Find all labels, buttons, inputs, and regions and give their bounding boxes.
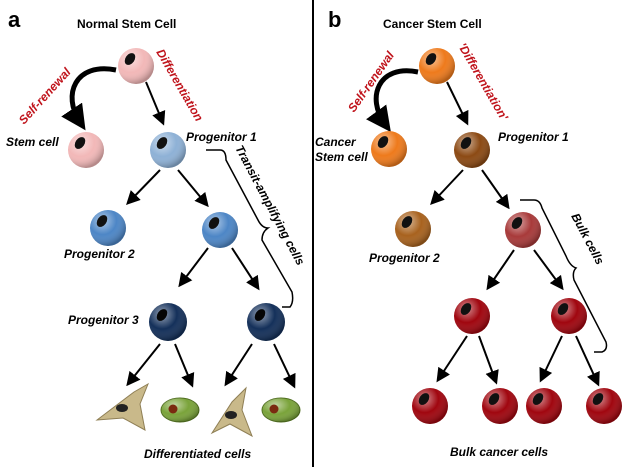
bulk-cell-bottom-1 bbox=[412, 388, 448, 424]
progenitor-3-cell-a-right bbox=[247, 303, 285, 341]
bulk-cell-bottom-4 bbox=[586, 388, 622, 424]
cancer-stem-cell-label-1: Cancer bbox=[315, 135, 357, 149]
progenitor-2-label-a: Progenitor 2 bbox=[64, 247, 135, 261]
bulk-cell-mid-left bbox=[454, 298, 490, 334]
progenitor-1-label-b: Progenitor 1 bbox=[498, 130, 569, 144]
self-renewal-label-b: Self-renewal bbox=[345, 48, 397, 114]
differentiation-label-b: 'Differentiation' bbox=[455, 41, 511, 124]
bulk-cell-bottom-3 bbox=[526, 388, 562, 424]
panel-a-title: Normal Stem Cell bbox=[77, 17, 176, 31]
bulk-cancer-cells-label: Bulk cancer cells bbox=[450, 445, 548, 459]
cancer-stem-cell-top bbox=[419, 48, 455, 84]
cancer-stem-cell-renewed bbox=[371, 131, 407, 167]
progenitor-2-cell-a bbox=[90, 210, 126, 246]
cancer-stem-cell-label-2: Stem cell bbox=[315, 150, 368, 164]
transit-amplifying-label: Transit-amplifying cells bbox=[232, 143, 307, 268]
differentiated-oval-2 bbox=[261, 397, 301, 423]
panel-b-title: Cancer Stem Cell bbox=[383, 17, 482, 31]
progenitor-1-cell-a bbox=[150, 132, 186, 168]
progenitor-2-cell-b bbox=[395, 211, 431, 247]
bulk-cell-bottom-2 bbox=[482, 388, 518, 424]
differentiated-cells-label: Differentiated cells bbox=[144, 447, 251, 461]
self-renewal-arrow-b bbox=[366, 68, 419, 133]
bulk-cells-bracket bbox=[520, 199, 608, 353]
progenitor-1-label-a: Progenitor 1 bbox=[186, 130, 257, 144]
progenitor-3-cell-a bbox=[149, 303, 187, 341]
transit-amplifying-bracket bbox=[206, 149, 294, 308]
stem-cell-label: Stem cell bbox=[6, 135, 59, 149]
progenitor-1-cell-b bbox=[454, 132, 490, 168]
progenitor-3-label-a: Progenitor 3 bbox=[68, 313, 139, 327]
bulk-cell-mid-right bbox=[551, 298, 587, 334]
differentiated-cell-1 bbox=[95, 382, 149, 431]
panel-a-letter: a bbox=[8, 7, 21, 32]
normal-stem-cell-top bbox=[118, 48, 154, 84]
self-renewal-label-a: Self-renewal bbox=[16, 65, 74, 127]
panel-b-letter: b bbox=[328, 7, 341, 32]
differentiated-oval-1 bbox=[160, 397, 200, 423]
progenitor-2-cell-a-right bbox=[202, 212, 238, 248]
self-renewal-arrow-a bbox=[61, 66, 117, 131]
differentiation-label-a: Differentiation bbox=[153, 47, 206, 124]
progenitor-2-label-b: Progenitor 2 bbox=[369, 251, 440, 265]
differentiated-cell-2 bbox=[210, 386, 253, 438]
normal-stem-cell-renewed bbox=[68, 132, 104, 168]
bulk-cell-top bbox=[505, 212, 541, 248]
bulk-cells-bracket-label: Bulk cells bbox=[568, 211, 607, 267]
arrows-panel-a bbox=[126, 81, 296, 389]
arrows-panel-b bbox=[430, 81, 600, 387]
